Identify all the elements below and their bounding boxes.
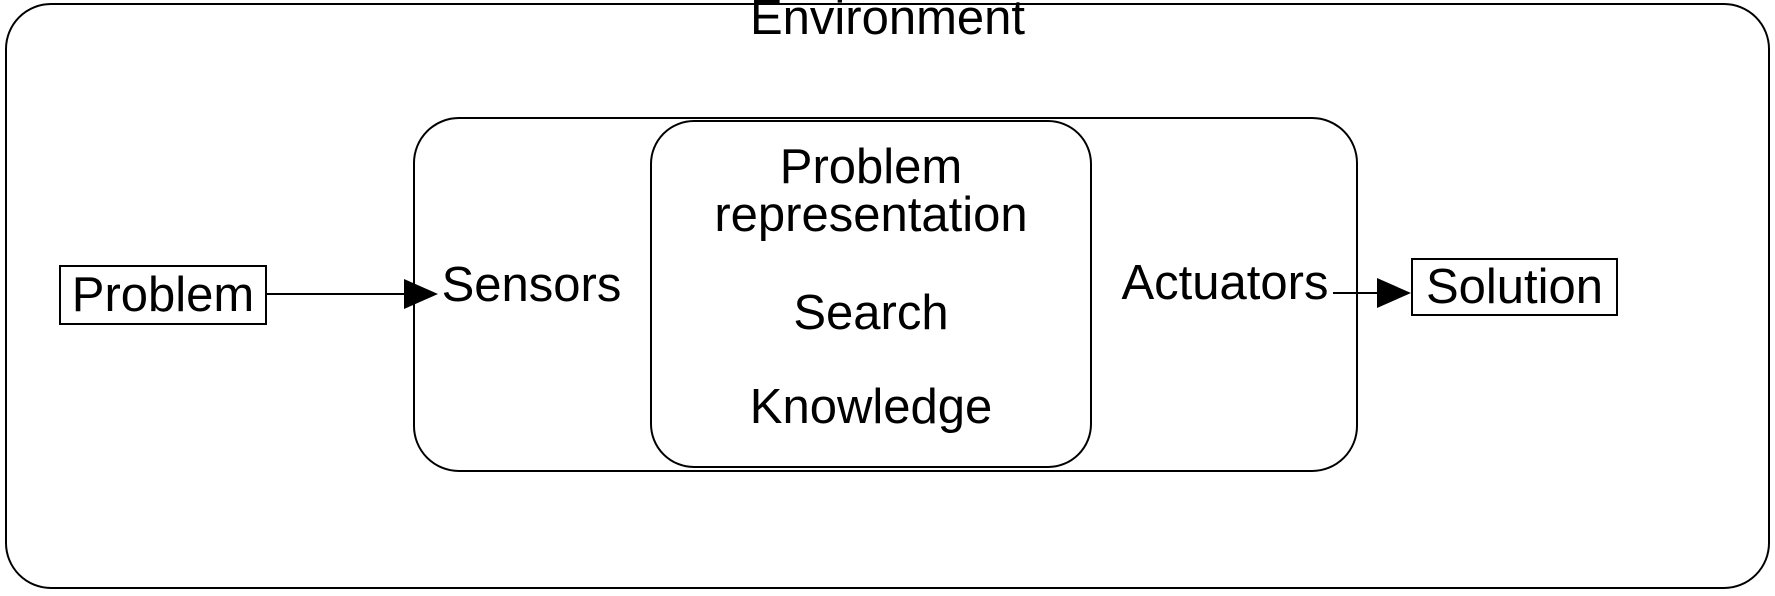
search-label: Search <box>793 286 949 340</box>
problem-representation-line2: representation <box>714 188 1028 242</box>
knowledge-label: Knowledge <box>749 380 993 434</box>
arrowhead-icon <box>404 279 438 309</box>
actuators-label: Actuators <box>1121 256 1329 310</box>
solution-box: Solution <box>1411 258 1618 316</box>
environment-label: Environment <box>749 0 1026 45</box>
arrow-line <box>1333 292 1383 294</box>
problem-representation-label: Problem representation <box>650 140 1092 242</box>
problem-label: Problem <box>71 267 255 322</box>
sensors-label: Sensors <box>441 258 622 312</box>
arrowhead-icon <box>1377 278 1411 308</box>
arrow-line <box>267 293 410 295</box>
problem-representation-line1: Problem <box>779 140 963 194</box>
problem-box: Problem <box>59 265 267 325</box>
solution-label: Solution <box>1425 259 1604 314</box>
problem-representation-box <box>650 120 1092 468</box>
environment-box <box>5 3 1770 589</box>
